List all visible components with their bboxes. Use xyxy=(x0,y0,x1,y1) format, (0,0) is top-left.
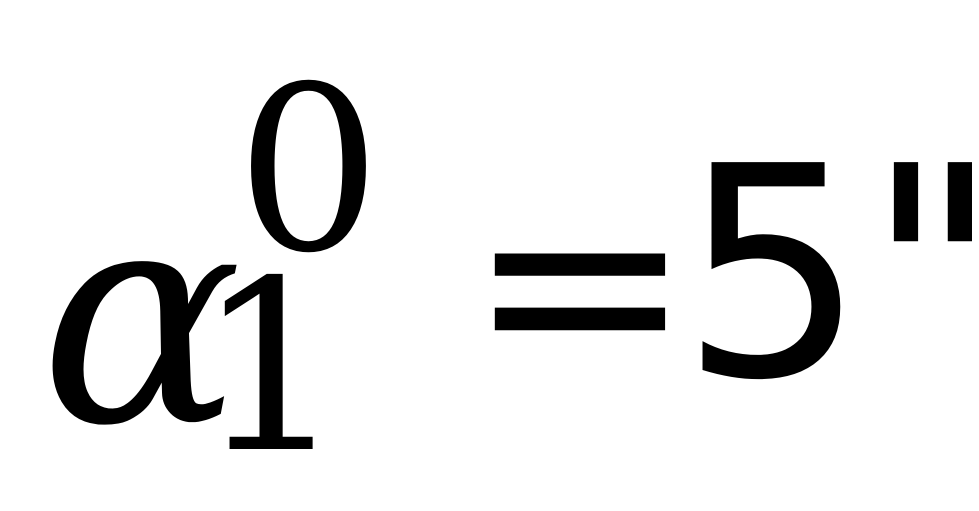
subscript-index: 1 xyxy=(196,230,347,505)
equals-sign: = xyxy=(466,126,694,442)
alpha-symbol: α xyxy=(40,143,243,492)
superscript-index: 0 xyxy=(236,37,382,303)
value-text: 5" xyxy=(680,104,979,444)
